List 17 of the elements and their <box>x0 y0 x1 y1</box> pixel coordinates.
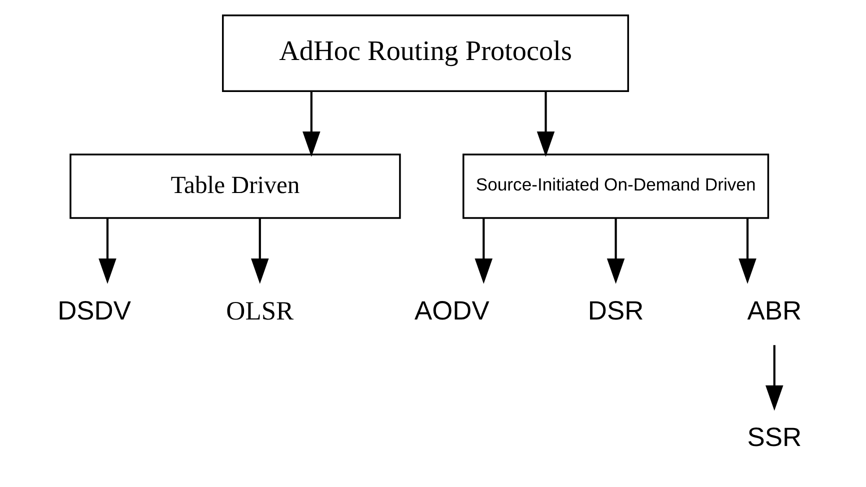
node-text: OLSR <box>226 295 294 326</box>
node-text: DSR <box>588 295 644 326</box>
arrow <box>738 218 756 284</box>
arrow <box>98 218 116 284</box>
node-text: AODV <box>414 295 490 326</box>
node-text: ABR <box>747 295 802 326</box>
arrow <box>251 218 269 284</box>
node-text: DSDV <box>58 295 131 326</box>
arrow <box>765 345 784 411</box>
arrow <box>606 218 625 284</box>
node-box: Source-Initiated On-Demand Driven <box>462 154 770 219</box>
arrow <box>302 92 320 157</box>
node-text: SSR <box>747 422 802 452</box>
arrow <box>536 92 555 157</box>
node-box: Table Driven <box>70 154 401 219</box>
arrow <box>474 218 493 284</box>
node-box: AdHoc Routing Protocols <box>222 14 630 92</box>
